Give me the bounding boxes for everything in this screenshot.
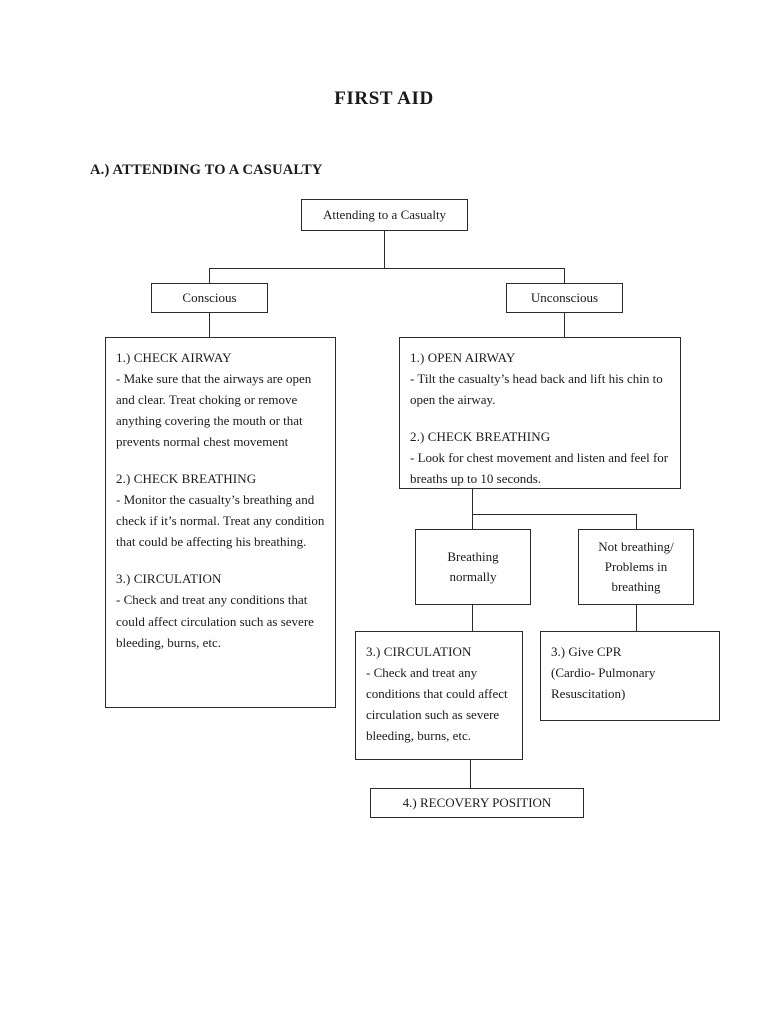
cpr-step: 3.) Give CPR (Cardio- Pulmonary Resuscit… xyxy=(551,641,710,704)
node-unconscious-procedures: 1.) OPEN AIRWAY - Tilt the casualty’s he… xyxy=(399,337,681,489)
node-label: Not breathing/ Problems in breathing xyxy=(598,537,673,597)
page-title: FIRST AID xyxy=(334,88,434,109)
node-label-line-3: breathing xyxy=(611,579,661,595)
node-label-line-1: Breathing xyxy=(447,548,499,564)
cpr-line-2: (Cardio- Pulmonary xyxy=(551,665,656,681)
step-heading: 3.) CIRCULATION xyxy=(116,571,222,587)
unconscious-step-2: 2.) CHECK BREATHING - Look for chest mov… xyxy=(410,426,671,489)
step-heading: 1.) OPEN AIRWAY xyxy=(410,350,516,365)
step-text: - Monitor the casualty’s breathing and c… xyxy=(116,492,325,550)
step-text: - Check and treat any conditions that co… xyxy=(366,665,508,744)
node-label: Attending to a Casualty xyxy=(322,206,447,222)
conscious-step-2: 2.) CHECK BREATHING - Monitor the casual… xyxy=(116,468,326,552)
node-circulation-action: 3.) CIRCULATION - Check and treat any co… xyxy=(355,631,523,760)
connector-conscious-down xyxy=(209,313,211,337)
conscious-step-3: 3.) CIRCULATION - Check and treat any co… xyxy=(116,568,326,652)
step-heading: 2.) CHECK BREATHING xyxy=(116,471,257,487)
circulation-step: 3.) CIRCULATION - Check and treat any co… xyxy=(366,641,513,746)
node-label: 4.) RECOVERY POSITION xyxy=(402,794,552,810)
node-cpr-action: 3.) Give CPR (Cardio- Pulmonary Resuscit… xyxy=(540,631,720,721)
connector-breathing-split-bar xyxy=(472,514,637,516)
section-heading: A.) ATTENDING TO A CASUALTY xyxy=(90,162,323,178)
connector-unconscious-proc-down xyxy=(472,489,474,515)
node-unconscious: Unconscious xyxy=(506,283,623,313)
connector-to-breathing-normally xyxy=(472,514,474,529)
connector-root-split-bar xyxy=(209,268,565,270)
cpr-line-1: 3.) Give CPR xyxy=(551,644,622,659)
connector-unconscious-down xyxy=(564,313,566,337)
connector-to-not-breathing xyxy=(636,514,638,529)
step-text: - Tilt the casualty’s head back and lift… xyxy=(410,371,663,408)
node-label: Breathing normally xyxy=(447,547,498,587)
connector-root-down xyxy=(384,231,386,268)
node-label-line-2: Problems in xyxy=(604,558,668,574)
node-label-line-1: Not breathing/ xyxy=(598,538,674,554)
connector-not-breathing-down xyxy=(636,605,638,631)
node-label: Unconscious xyxy=(530,289,599,305)
node-recovery-position: 4.) RECOVERY POSITION xyxy=(370,788,584,818)
step-text: - Make sure that the airways are open an… xyxy=(116,371,312,450)
step-heading: 2.) CHECK BREATHING xyxy=(410,429,551,445)
node-conscious: Conscious xyxy=(151,283,268,313)
node-breathing-normally: Breathing normally xyxy=(415,529,531,605)
node-label: Conscious xyxy=(182,289,237,305)
cpr-line-3: Resuscitation) xyxy=(551,686,626,702)
step-heading: 1.) CHECK AIRWAY xyxy=(116,350,232,365)
conscious-step-1: 1.) CHECK AIRWAY - Make sure that the ai… xyxy=(116,347,326,452)
step-heading: 3.) CIRCULATION xyxy=(366,644,472,659)
step-text: - Look for chest movement and listen and… xyxy=(410,450,669,487)
connector-circulation-to-recovery xyxy=(470,760,472,788)
node-not-breathing: Not breathing/ Problems in breathing xyxy=(578,529,694,605)
node-label-line-2: normally xyxy=(449,569,497,584)
connector-to-conscious xyxy=(209,268,211,283)
step-text: - Check and treat any conditions that co… xyxy=(116,592,314,650)
node-attending-to-a-casualty: Attending to a Casualty xyxy=(301,199,468,231)
unconscious-step-1: 1.) OPEN AIRWAY - Tilt the casualty’s he… xyxy=(410,347,671,410)
connector-breathing-normally-down xyxy=(472,605,474,631)
node-conscious-procedures: 1.) CHECK AIRWAY - Make sure that the ai… xyxy=(105,337,336,708)
connector-to-unconscious xyxy=(564,268,566,283)
